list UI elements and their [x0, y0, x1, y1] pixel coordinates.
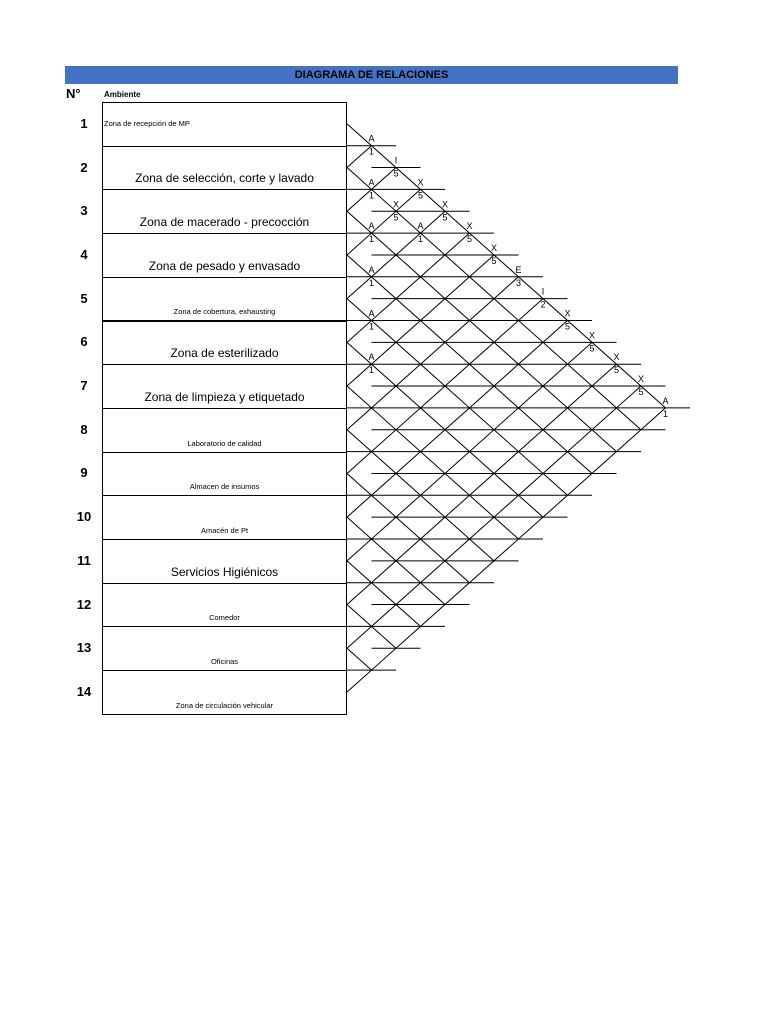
relation-reason: 5	[589, 343, 594, 353]
row-number: 12	[76, 596, 92, 612]
relation-code: A	[368, 352, 374, 362]
relation-code: X	[393, 199, 399, 209]
ambiente-name: Comedor	[209, 613, 240, 623]
relation-code: A	[368, 265, 374, 275]
matrix-grid-line	[346, 298, 568, 496]
ambiente-name: Zona de pesado y envasado	[148, 258, 301, 273]
relation-code: A	[417, 221, 423, 231]
relation-reason: 5	[393, 169, 398, 179]
row-number: 9	[80, 465, 88, 481]
row-number: 4	[80, 246, 88, 262]
relation-reason: 1	[369, 190, 374, 200]
relation-code: I	[395, 156, 398, 166]
relation-reason: 5	[638, 387, 643, 397]
ambiente-column-header: Ambiente	[104, 90, 141, 99]
relation-reason: 5	[393, 212, 398, 222]
ambiente-name: Zona de cobertura, exhausting	[173, 307, 276, 317]
row-number: 10	[76, 509, 92, 525]
row-number: 5	[80, 290, 88, 306]
relation-reason: 5	[442, 212, 447, 222]
matrix-grid-line	[346, 363, 617, 605]
row-number: 2	[80, 159, 88, 175]
relation-reason: 1	[369, 278, 374, 288]
relation-reason: 2	[540, 300, 545, 310]
relation-code: A	[368, 221, 374, 231]
relation-reason: 5	[565, 322, 570, 332]
ambiente-name: Zona de limpieza y etiquetado	[144, 389, 305, 404]
ambiente-name: Zona de esterilizado	[170, 346, 279, 361]
relation-code: E	[515, 265, 521, 275]
matrix-grid-line	[346, 210, 617, 452]
relation-code: X	[491, 243, 497, 253]
row-number: 13	[76, 640, 92, 656]
diagram-title: DIAGRAMA DE RELACIONES	[65, 66, 678, 84]
relation-code: A	[662, 396, 668, 406]
matrix-grid-line	[346, 320, 568, 518]
matrix-grid-line	[346, 232, 470, 343]
matrix-grid-line	[346, 560, 421, 627]
row-number: 14	[76, 683, 92, 699]
ambiente-name: Zona de recepción de MP	[104, 119, 190, 128]
relation-code: X	[638, 374, 644, 384]
relation-reason: 1	[369, 147, 374, 157]
ambiente-name: Servicios Higiénicos	[170, 564, 279, 579]
relation-reason: 5	[491, 256, 496, 266]
relation-reason: 3	[516, 278, 521, 288]
matrix-grid-line	[346, 189, 421, 256]
row-number: 8	[80, 421, 88, 437]
relation-reason: 5	[418, 190, 423, 200]
ambiente-name: Zona de selección, corte y lavado	[135, 171, 314, 186]
row-number: 7	[80, 378, 88, 394]
ambiente-name: Laboratorio de calidad	[187, 438, 262, 448]
row-number: 11	[77, 552, 91, 568]
row-number: 6	[80, 334, 88, 350]
ambiente-row: Zona de circulación vehicular	[102, 670, 347, 715]
row-number: 1	[80, 115, 88, 131]
relation-code: A	[368, 309, 374, 319]
number-column-header: N°	[66, 86, 81, 101]
relation-code: X	[589, 330, 595, 340]
matrix-grid-line	[346, 276, 519, 431]
row-number: 3	[80, 203, 88, 219]
relation-reason: 5	[614, 365, 619, 375]
matrix-grid-line	[346, 145, 372, 168]
ambiente-name: Zona de circulación vehicular	[175, 700, 274, 710]
matrix-grid-line	[346, 647, 372, 671]
relation-reason: 1	[369, 234, 374, 244]
relation-code: A	[368, 177, 374, 187]
relation-code: X	[564, 309, 570, 319]
relation-reason: 1	[369, 322, 374, 332]
ambiente-name: Almacen de insumos	[189, 482, 260, 492]
relation-reason: 1	[663, 409, 668, 419]
relation-code: I	[542, 287, 545, 297]
relation-code: A	[368, 134, 374, 144]
ambiente-name: Amacén de Pt	[200, 525, 249, 535]
relation-reason: 5	[467, 234, 472, 244]
relation-code: X	[613, 352, 619, 362]
ambiente-name: Zona de macerado - precocción	[139, 215, 310, 230]
relation-reason: 1	[369, 365, 374, 375]
matrix-grid-line	[346, 385, 519, 540]
relation-code: X	[417, 177, 423, 187]
matrix-grid-line	[346, 473, 470, 584]
relation-code: X	[442, 199, 448, 209]
ambiente-name: Oficinas	[210, 657, 239, 667]
relation-code: X	[466, 221, 472, 231]
relation-reason: 1	[418, 234, 423, 244]
